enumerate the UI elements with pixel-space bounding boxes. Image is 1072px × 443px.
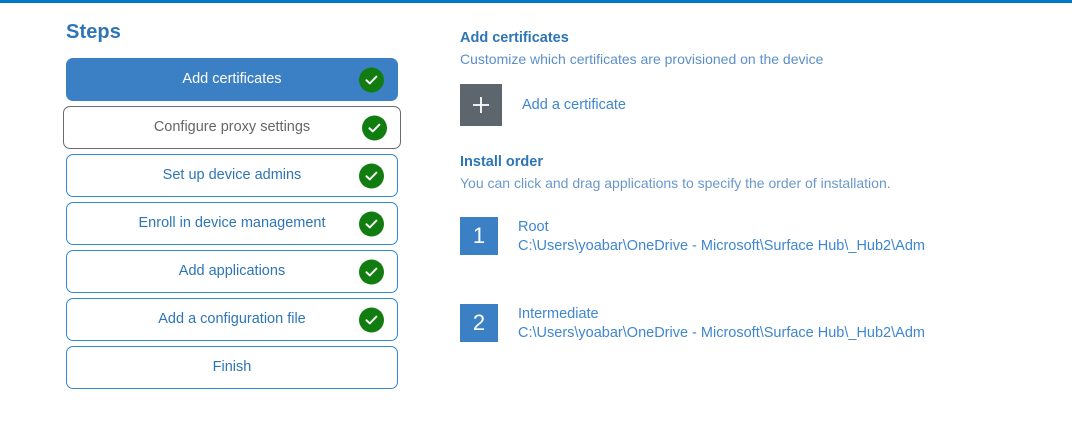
certificate-path: C:\Users\yoabar\OneDrive - Microsoft\Sur… (518, 238, 925, 255)
step-enroll-in-device-management[interactable]: Enroll in device management (66, 202, 398, 245)
step-label: Enroll in device management (138, 215, 326, 232)
check-circle-icon (359, 211, 384, 236)
check-circle-icon (362, 115, 387, 140)
step-add-applications[interactable]: Add applications (66, 250, 398, 293)
check-circle-icon (359, 67, 384, 92)
certificate-name: Intermediate (518, 306, 599, 323)
step-configure-proxy-settings[interactable]: Configure proxy settings (63, 106, 401, 149)
step-add-certificates[interactable]: Add certificates (66, 58, 398, 101)
install-order-list: 1 Root C:\Users\yoabar\OneDrive - Micros… (460, 217, 1072, 344)
plus-icon (460, 84, 502, 126)
steps-panel: Steps Add certificates Configure proxy s… (0, 3, 460, 389)
order-number-badge: 1 (460, 217, 498, 255)
step-label: Add applications (178, 263, 286, 280)
step-finish[interactable]: Finish (66, 346, 398, 389)
add-a-certificate-button[interactable]: Add a certificate (460, 84, 626, 126)
certificate-path: C:\Users\yoabar\OneDrive - Microsoft\Sur… (518, 325, 925, 342)
install-order-section: Install order You can click and drag app… (460, 154, 1072, 344)
order-item-text: Intermediate C:\Users\yoabar\OneDrive - … (518, 304, 925, 343)
check-circle-icon (359, 259, 384, 284)
step-label: Configure proxy settings (153, 119, 311, 136)
order-item-text: Root C:\Users\yoabar\OneDrive - Microsof… (518, 217, 925, 256)
step-set-up-device-admins[interactable]: Set up device admins (66, 154, 398, 197)
add-certificates-heading: Add certificates (460, 30, 569, 46)
certificate-name: Root (518, 219, 549, 235)
step-add-a-configuration-file[interactable]: Add a configuration file (66, 298, 398, 341)
top-accent-rule (0, 0, 1072, 3)
install-order-heading: Install order (460, 154, 543, 170)
steps-list: Add certificates Configure proxy setting… (63, 58, 401, 389)
step-label: Finish (212, 359, 252, 376)
order-number-badge: 2 (460, 304, 498, 343)
add-a-certificate-label: Add a certificate (522, 97, 626, 113)
step-label: Set up device admins (162, 167, 302, 184)
steps-title: Steps (66, 21, 121, 43)
add-certificates-subheading: Customize which certificates are provisi… (460, 51, 824, 67)
list-item[interactable]: 1 Root C:\Users\yoabar\OneDrive - Micros… (460, 217, 925, 256)
check-circle-icon (359, 163, 384, 188)
step-label: Add a configuration file (158, 311, 306, 328)
wizard-page: Steps Add certificates Configure proxy s… (0, 3, 1072, 443)
install-order-subheading: You can click and drag applications to s… (460, 175, 891, 191)
step-label: Add certificates (182, 71, 282, 88)
detail-panel: Add certificates Customize which certifi… (460, 3, 1072, 344)
list-item[interactable]: 2 Intermediate C:\Users\yoabar\OneDrive … (460, 304, 925, 343)
check-circle-icon (359, 307, 384, 332)
